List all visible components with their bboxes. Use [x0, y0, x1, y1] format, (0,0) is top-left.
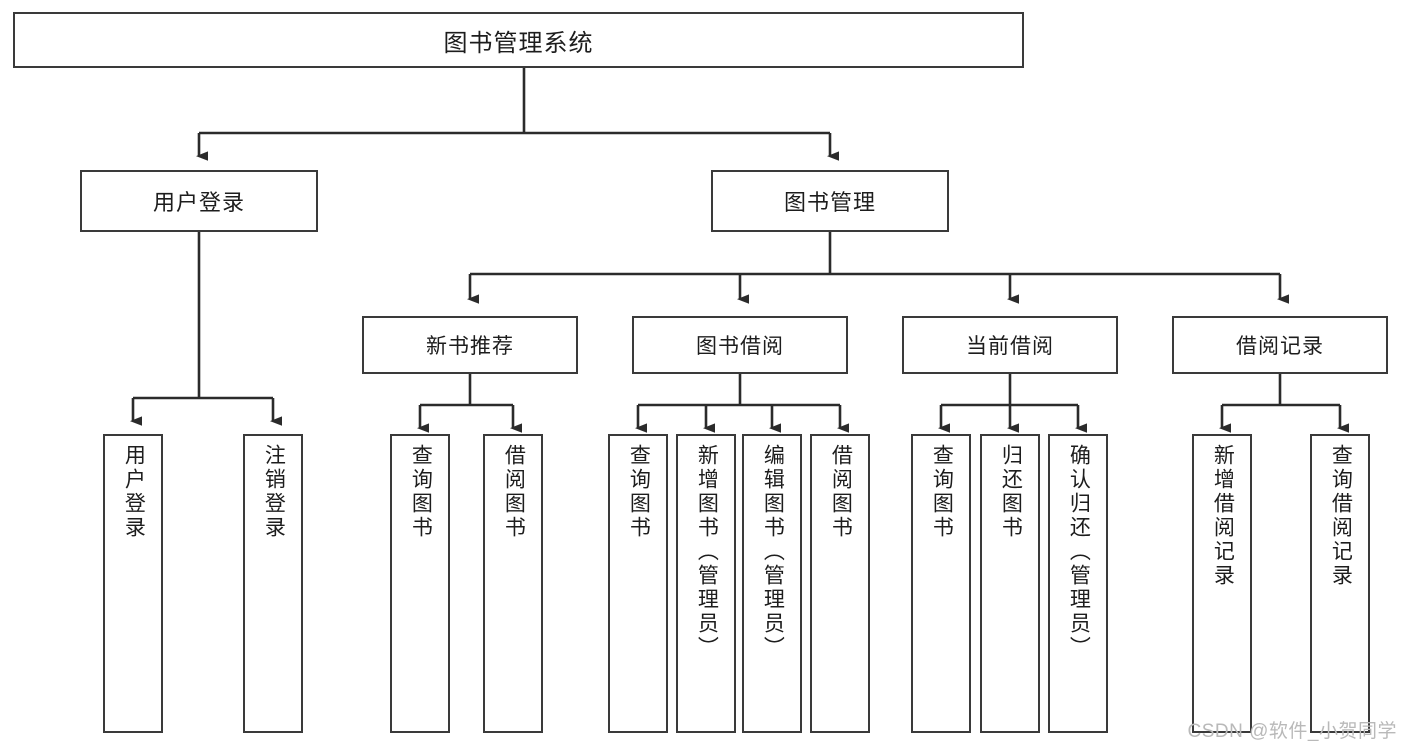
leaf-label: 查询借阅记录 [1329, 444, 1353, 588]
node-label: 新书推荐 [426, 335, 514, 358]
leaf-label: 注销登录 [262, 444, 286, 540]
leaf-user-logout[interactable]: 注销登录 [243, 434, 303, 733]
node-user-login[interactable]: 用户登录 [80, 170, 318, 232]
leaf-label: 新增图书（管理员） [695, 444, 719, 660]
node-book-borrow[interactable]: 图书借阅 [632, 316, 848, 374]
node-label: 当前借阅 [966, 335, 1054, 358]
leaf-current-return-book[interactable]: 归还图书 [980, 434, 1040, 733]
leaf-label: 查询图书 [627, 444, 651, 540]
node-label: 图书管理系统 [443, 29, 594, 57]
leaf-label: 新增借阅记录 [1211, 444, 1235, 588]
leaf-label: 编辑图书（管理员） [761, 444, 785, 660]
leaf-record-add-record[interactable]: 新增借阅记录 [1192, 434, 1252, 733]
watermark-text: CSDN @软件_小贺同学 [1187, 721, 1397, 742]
node-book-management[interactable]: 图书管理 [711, 170, 949, 232]
node-borrow-record[interactable]: 借阅记录 [1172, 316, 1388, 374]
leaf-recommend-borrow-book[interactable]: 借阅图书 [483, 434, 543, 733]
leaf-user-login[interactable]: 用户登录 [103, 434, 163, 733]
leaf-label: 归还图书 [999, 444, 1023, 540]
leaf-current-confirm-return-admin[interactable]: 确认归还（管理员） [1048, 434, 1108, 733]
leaf-label: 借阅图书 [502, 444, 526, 540]
node-root-system[interactable]: 图书管理系统 [13, 12, 1024, 68]
leaf-current-query-book[interactable]: 查询图书 [911, 434, 971, 733]
leaf-record-query-record[interactable]: 查询借阅记录 [1310, 434, 1370, 733]
leaf-borrow-add-book-admin[interactable]: 新增图书（管理员） [676, 434, 736, 733]
leaf-label: 确认归还（管理员） [1067, 444, 1091, 660]
node-label: 图书借阅 [696, 335, 784, 358]
leaf-recommend-query-book[interactable]: 查询图书 [390, 434, 450, 733]
leaf-label: 借阅图书 [829, 444, 853, 540]
node-current-borrow[interactable]: 当前借阅 [902, 316, 1118, 374]
node-new-book-recommend[interactable]: 新书推荐 [362, 316, 578, 374]
leaf-borrow-edit-book-admin[interactable]: 编辑图书（管理员） [742, 434, 802, 733]
node-label: 图书管理 [783, 190, 876, 215]
leaf-label: 查询图书 [930, 444, 954, 540]
leaf-label: 用户登录 [122, 444, 146, 540]
node-label: 借阅记录 [1236, 335, 1324, 358]
leaf-borrow-borrow-book[interactable]: 借阅图书 [810, 434, 870, 733]
leaf-borrow-query-book[interactable]: 查询图书 [608, 434, 668, 733]
leaf-label: 查询图书 [409, 444, 433, 540]
node-label: 用户登录 [152, 190, 245, 215]
